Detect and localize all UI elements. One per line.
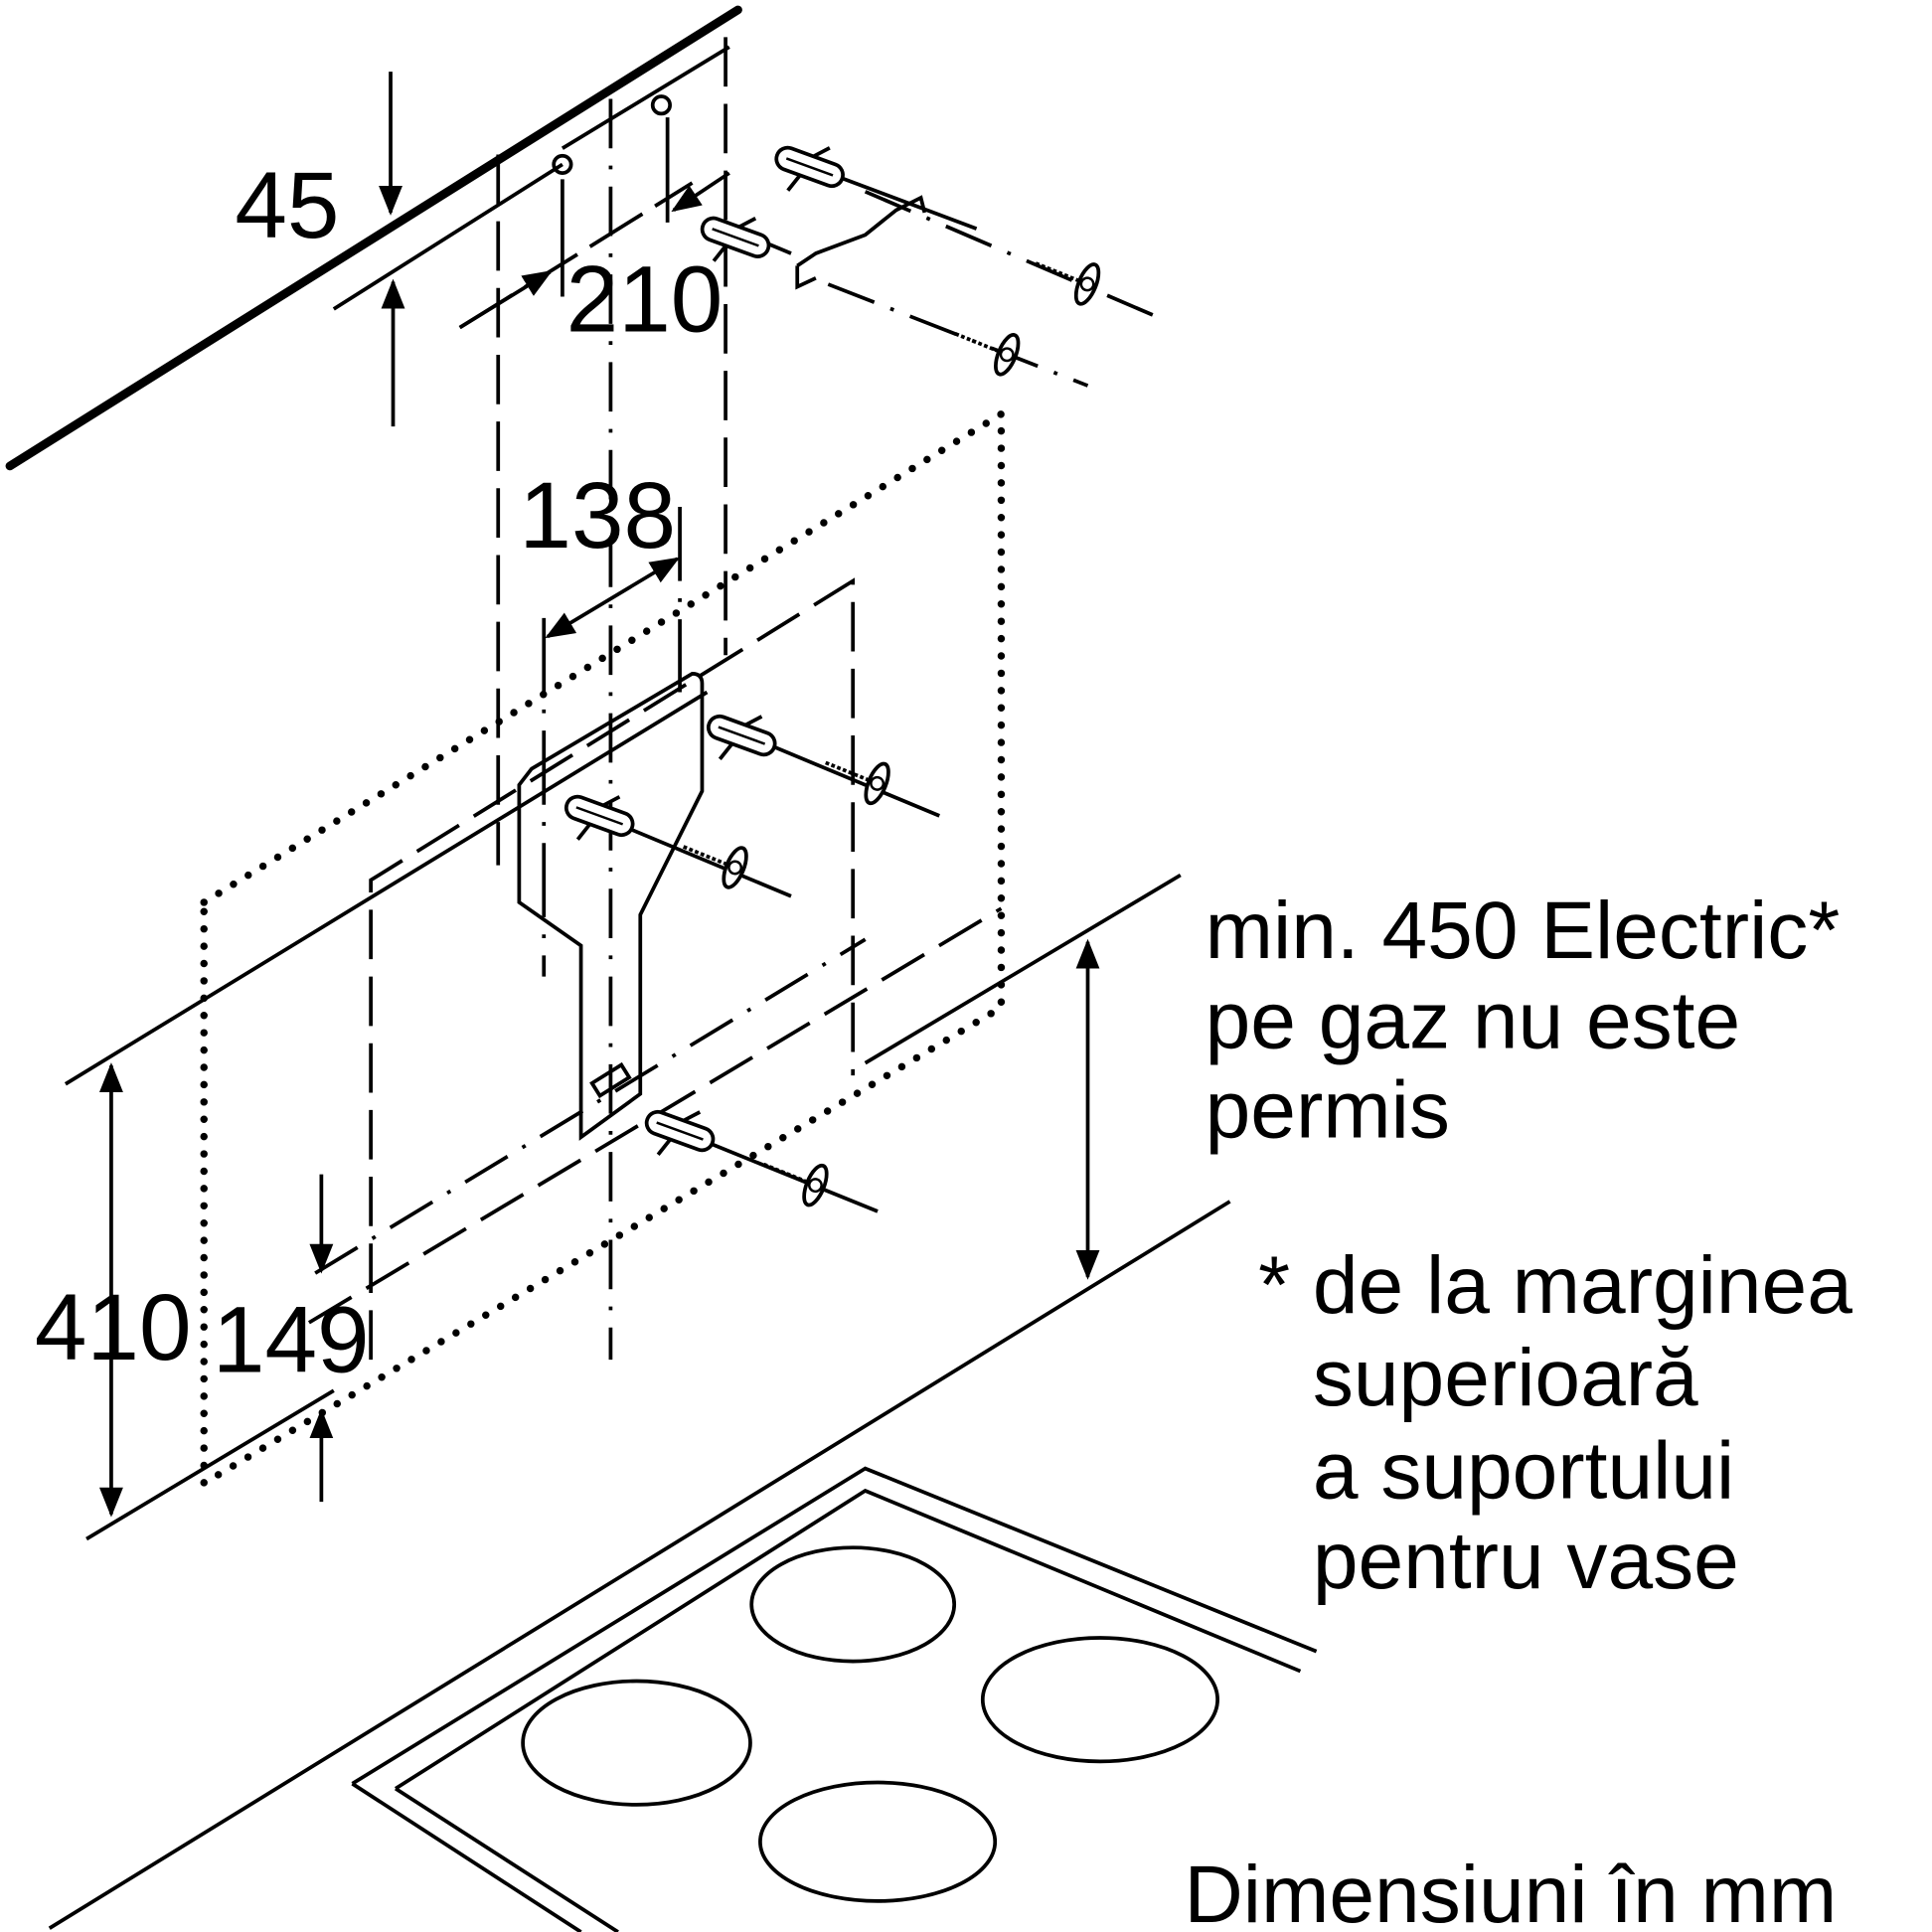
svg-text:* de la marginea: * de la marginea	[1258, 1240, 1852, 1331]
burner-icon	[980, 1636, 1219, 1764]
hood-bottom-edge	[85, 1388, 335, 1541]
hole-axis-line-top	[561, 45, 730, 150]
hood-bottom-reference	[864, 873, 1182, 1065]
burner-icon	[758, 1780, 998, 1903]
hob-outer-edge	[351, 1466, 1318, 1786]
countertop-edge	[48, 1200, 1231, 1930]
dimension-45: 45	[235, 153, 339, 258]
dimension-arrow-210-left	[458, 270, 554, 330]
dimension-149: 149	[213, 1288, 370, 1393]
svg-text:superioară: superioară	[1313, 1333, 1698, 1423]
hob-inner-edge-front	[394, 1787, 619, 1932]
mounting-bracket	[517, 671, 705, 1141]
chimney-outline-dashed	[369, 577, 856, 1361]
minimum-distance-note: min. 450 Electric* pe gaz nu este permis	[1206, 886, 1841, 1155]
hood-top-edge	[64, 690, 709, 1086]
wall-clip	[795, 195, 927, 290]
burner-icon	[521, 1679, 752, 1807]
dimension-410: 410	[35, 1275, 192, 1380]
svg-text:pentru vase: pentru vase	[1313, 1516, 1739, 1606]
mounting-axis	[314, 937, 867, 1275]
hob-inner-edge	[395, 1488, 1302, 1791]
svg-text:pe gaz nu este: pe gaz nu este	[1206, 976, 1740, 1066]
hood-outline-dotted	[200, 406, 1006, 1491]
burner-icon	[749, 1545, 957, 1664]
dimension-arrow-210-right	[671, 171, 730, 213]
units-label: Dimensiuni în mm	[1185, 1850, 1838, 1932]
hob-outer-edge-front	[351, 1782, 582, 1932]
drill-hole-icon	[650, 94, 672, 116]
dimension-210: 210	[566, 246, 724, 352]
svg-text:permis: permis	[1206, 1064, 1450, 1155]
fixing-set	[555, 129, 1163, 1213]
ceiling-edge	[5, 5, 742, 471]
dimension-138: 138	[519, 463, 676, 568]
svg-text:min. 450 Electric*: min. 450 Electric*	[1206, 886, 1841, 976]
dimension-arrow-138	[545, 557, 681, 639]
svg-text:a suportului: a suportului	[1313, 1425, 1734, 1516]
bracket-slot	[589, 1061, 632, 1099]
footnote: * de la marginea superioară a suportului…	[1258, 1240, 1852, 1606]
reference-line	[332, 162, 564, 311]
drill-hole-icon	[552, 153, 573, 175]
